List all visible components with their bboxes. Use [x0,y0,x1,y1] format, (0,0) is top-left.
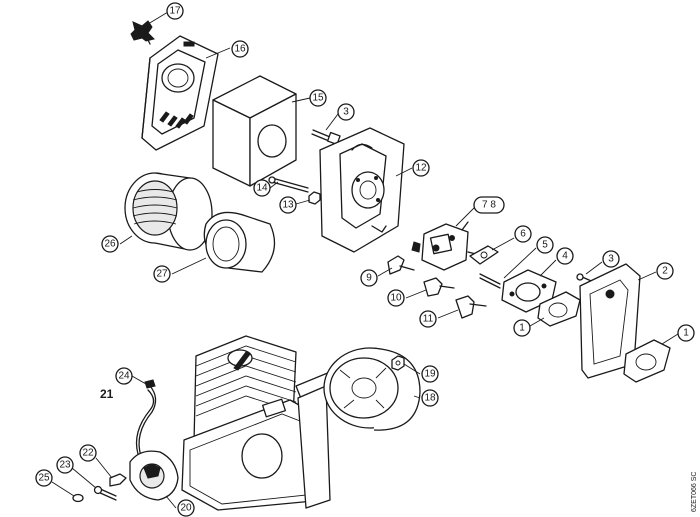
part-ignition-module [129,379,179,501]
part-ring-sleeve [203,211,276,273]
callout-3-upper: 3 [337,103,355,121]
svg-text:26: 26 [104,239,116,250]
callout-11: 11 [419,310,437,328]
svg-text:16: 16 [234,44,246,55]
part-long-screw [268,176,309,193]
svg-text:12: 12 [415,163,427,174]
part-stud-5 [479,273,501,289]
part-gasket-6 [469,245,499,265]
callout-1-manifold: 1 [513,319,531,337]
svg-text:25: 25 [38,473,50,484]
callout-20: 20 [177,499,195,517]
callout-1-right: 1 [677,324,695,342]
part-engine-block [181,335,337,511]
callout-25: 25 [35,469,53,487]
svg-text:7 8: 7 8 [482,200,496,211]
svg-text:6: 6 [520,229,526,240]
svg-text:9: 9 [366,273,372,284]
svg-text:1: 1 [519,323,525,334]
part-screw-upper [311,129,341,146]
callout-10: 10 [387,289,405,307]
svg-text:3: 3 [343,107,349,118]
part-washer-22 [109,473,127,487]
part-screw-23 [93,485,117,501]
callout-27: 27 [153,265,171,283]
svg-text:15: 15 [312,93,324,104]
part-gasket-1b [623,339,671,383]
part-paper-filter [124,172,213,251]
callout-2: 2 [656,262,674,280]
callout-5: 5 [536,236,554,254]
leader-lines [51,11,679,509]
callout-13: 13 [279,196,297,214]
drawing-code: 6ZET066 SC [691,472,698,512]
svg-text:10: 10 [390,293,402,304]
callout-6: 6 [514,225,532,243]
svg-text:27: 27 [156,269,168,280]
callout-24: 24 [115,367,133,385]
callout-18: 18 [421,389,439,407]
svg-text:20: 20 [180,503,192,514]
callout-16: 16 [231,40,249,58]
svg-text:13: 13 [282,200,294,211]
part-carburetor-box [319,127,405,253]
part-washer-25 [72,493,84,503]
svg-text:4: 4 [562,251,568,262]
part-heat-shield [579,263,641,379]
callout-7-8: 7 8 [473,196,505,214]
callout-9: 9 [360,269,378,287]
svg-text:24: 24 [118,371,130,382]
part-lever-11 [455,295,487,319]
part-filter-cover [141,35,219,151]
callout-15: 15 [309,89,327,107]
callout-26: 26 [101,235,119,253]
svg-text:11: 11 [423,314,434,325]
part-nut-19 [391,355,405,371]
callout-4: 4 [556,247,574,265]
svg-text:19: 19 [424,369,436,380]
svg-text:5: 5 [542,240,548,251]
part-lever-10 [423,277,455,297]
part-knob [130,20,155,45]
callout-14: 14 [253,179,271,197]
callout-19: 19 [421,365,439,383]
group-label-21: 21 [100,387,114,401]
part-flywheel [323,347,421,431]
svg-text:23: 23 [59,460,71,471]
svg-text:3: 3 [608,254,614,265]
svg-text:22: 22 [82,448,94,459]
svg-text:2: 2 [662,266,668,277]
callout-23: 23 [56,456,74,474]
svg-text:1: 1 [683,328,689,339]
callout-3-right: 3 [602,250,620,268]
svg-text:18: 18 [424,393,436,404]
part-filter-element [212,75,297,187]
svg-text:14: 14 [256,183,268,194]
part-gasket-1a [537,291,581,327]
callout-17: 17 [166,2,184,20]
callout-12: 12 [412,159,430,177]
svg-text:17: 17 [169,6,181,17]
part-screw-right [576,273,599,285]
part-carburetor [411,221,477,271]
callout-22: 22 [79,444,97,462]
part-lever-9 [387,255,415,275]
part-nut-13 [308,191,321,205]
